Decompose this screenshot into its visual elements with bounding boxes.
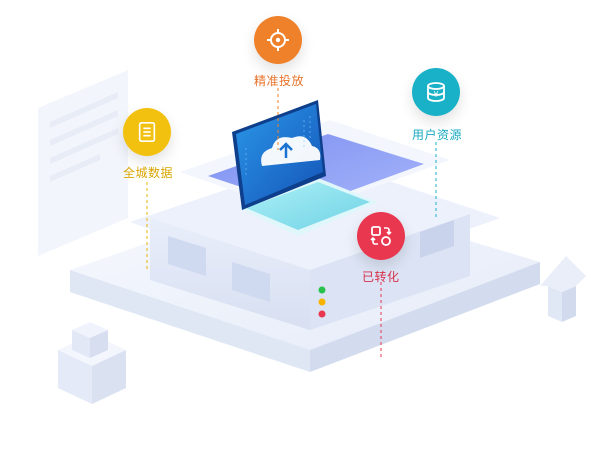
user-resource-badge: ¥: [412, 68, 460, 116]
led-yellow: [318, 298, 326, 306]
background-document: [38, 70, 128, 256]
led-green: [318, 286, 326, 294]
svg-text:¥: ¥: [433, 90, 438, 99]
cloud-upload-icon: [261, 136, 321, 166]
laptop: [232, 100, 378, 236]
led-red: [318, 310, 326, 318]
leader-lines: [146, 88, 437, 360]
converted-badge: [357, 212, 405, 260]
convert-arrows-icon: [370, 226, 392, 246]
target-icon: [267, 29, 289, 51]
precise-delivery-badge: [254, 16, 302, 64]
up-arrow-icon: [540, 256, 586, 322]
precise-delivery-label: 精准投放: [254, 74, 305, 88]
city-data-badge: [123, 108, 171, 156]
city-data-label: 全城数据: [123, 166, 174, 180]
list-document-icon: [138, 122, 156, 142]
status-leds: [318, 286, 326, 318]
converted-label: 已转化: [362, 270, 400, 284]
database-coin-icon: ¥: [427, 82, 445, 102]
cube-stack: [58, 322, 126, 404]
user-resource-label: 用户资源: [412, 128, 463, 142]
